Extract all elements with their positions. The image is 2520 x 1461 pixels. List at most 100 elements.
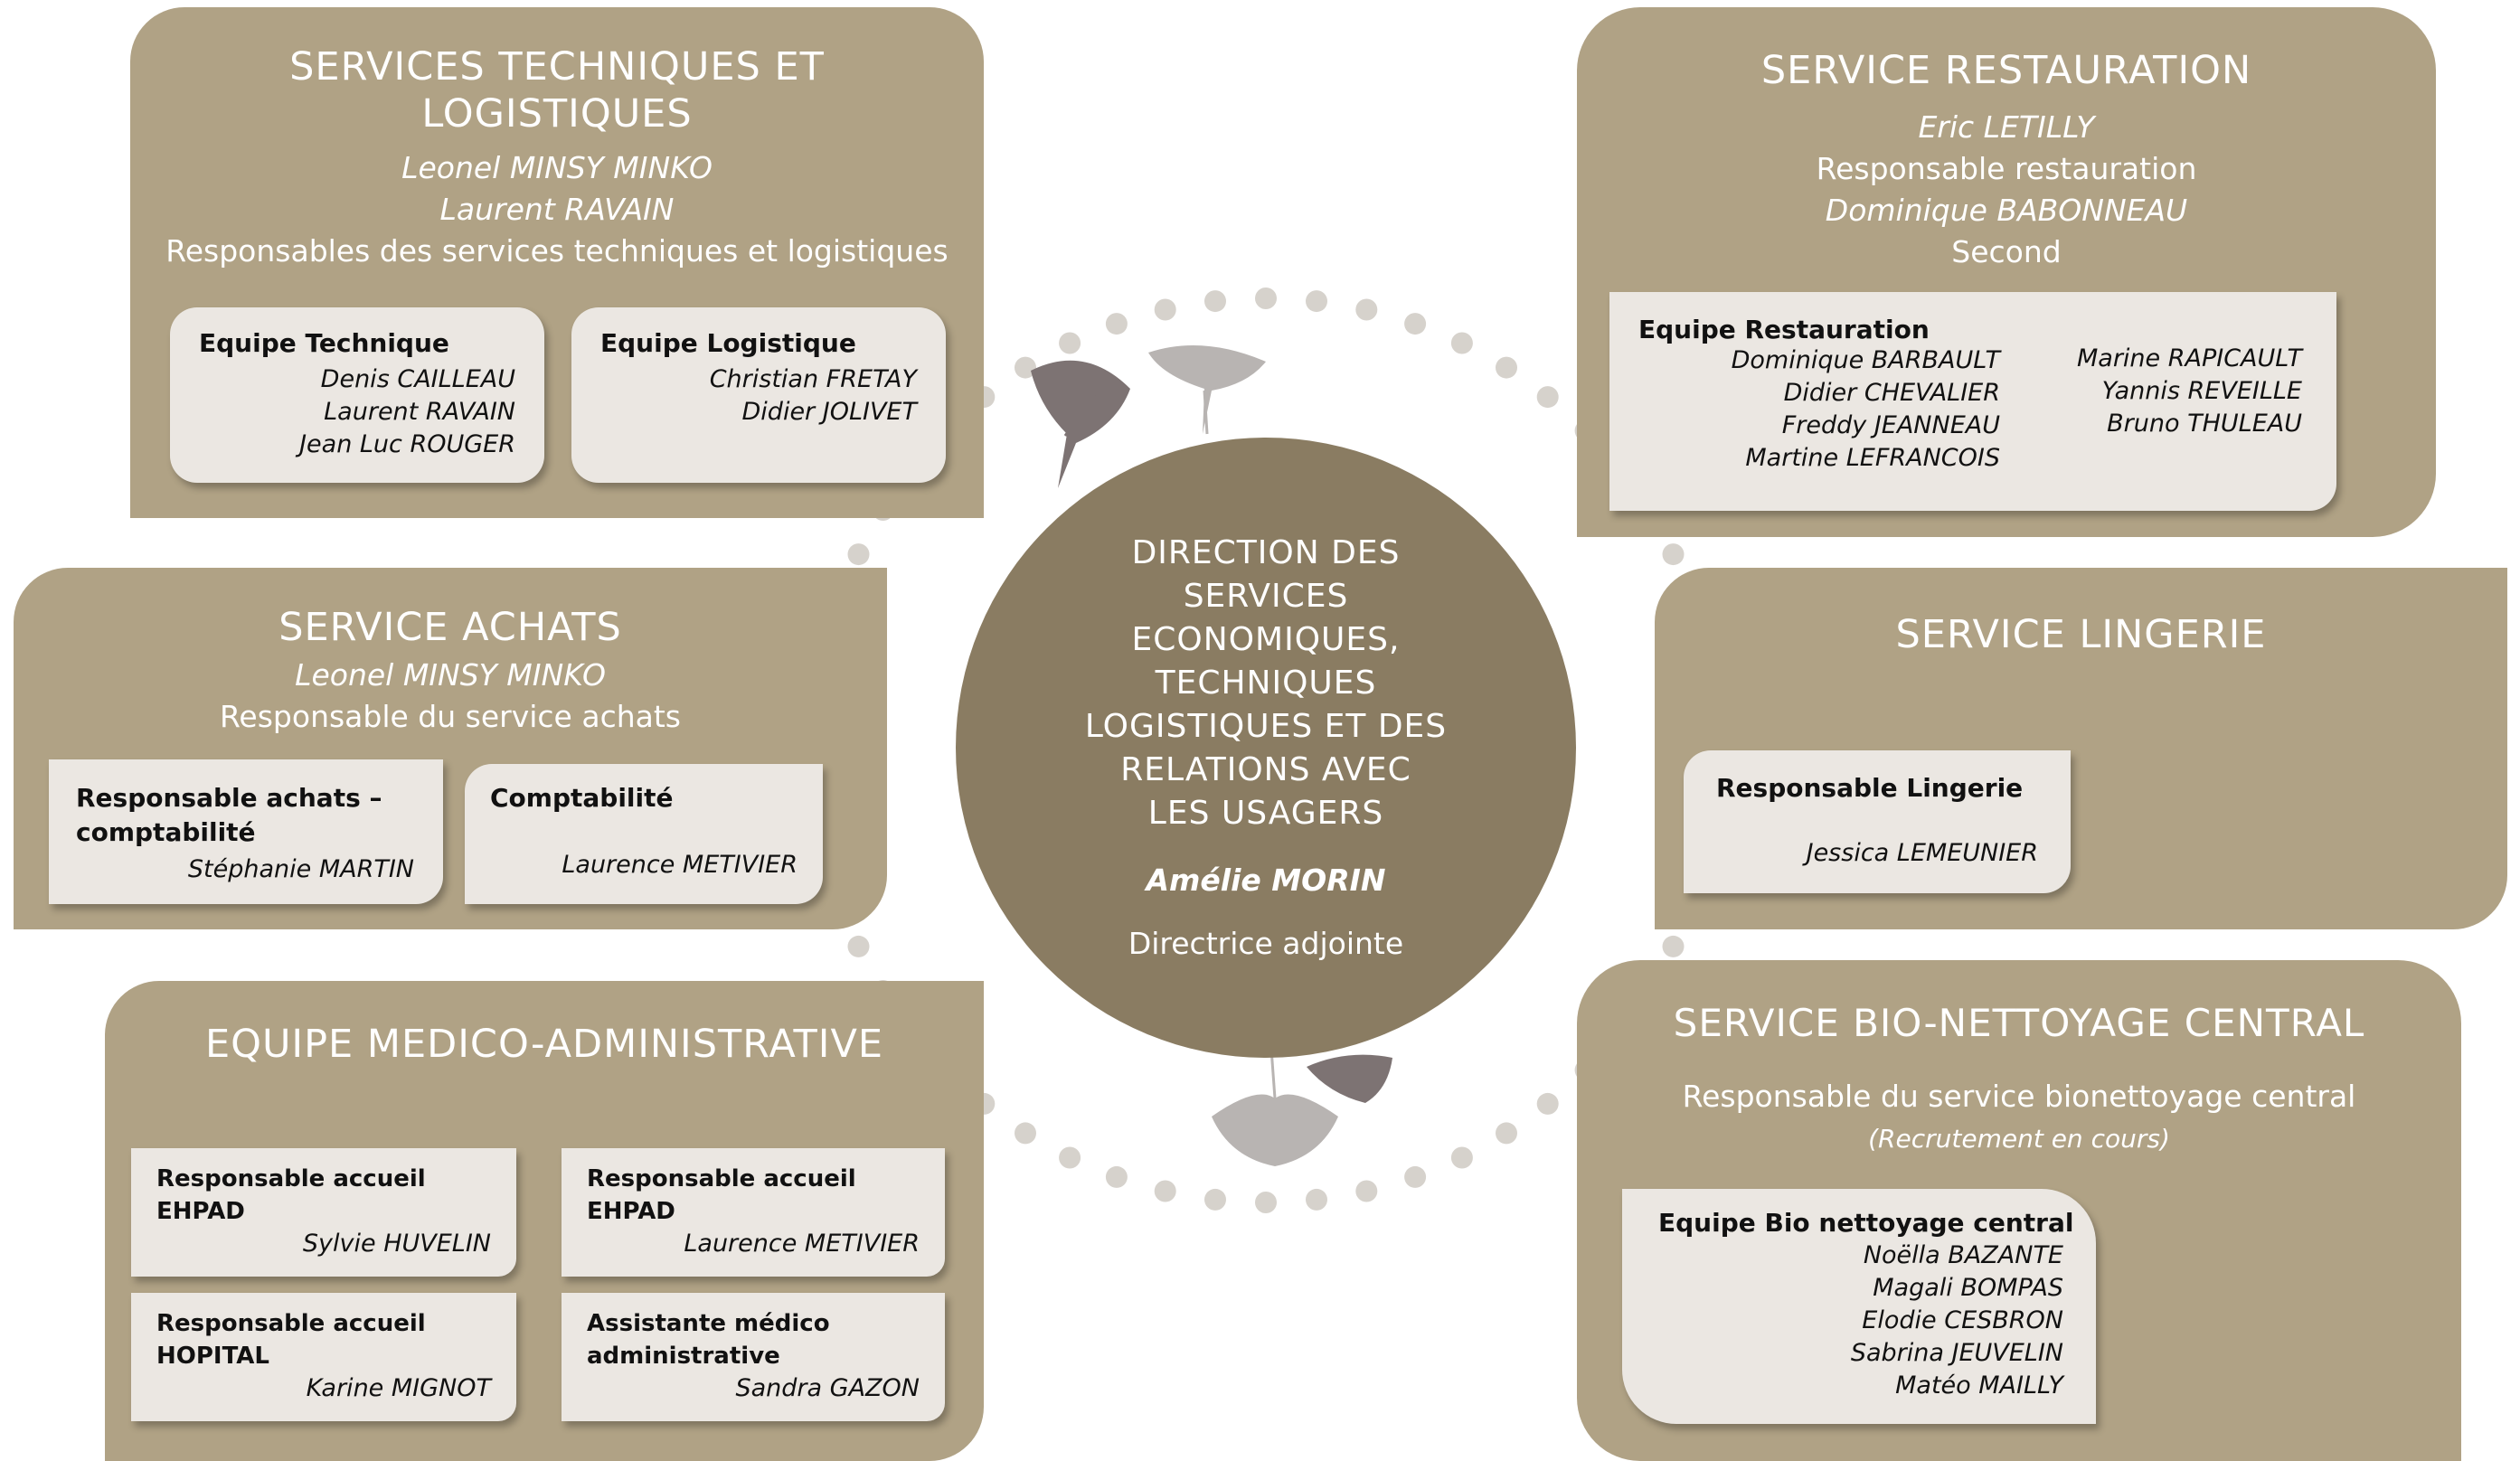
- manager-role: Responsable du service achats: [219, 699, 681, 734]
- box-title-line: EHPAD: [587, 1198, 675, 1225]
- panel-title: EQUIPE MEDICO-ADMINISTRATIVE: [204, 1022, 884, 1067]
- ring-dot: [1105, 1165, 1128, 1188]
- team-box-bio-nettoyage: Equipe Bio nettoyage central Noëlla BAZA…: [1622, 1189, 2096, 1424]
- panel-title: SERVICE LINGERIE: [1895, 612, 2267, 657]
- box-title-line: Responsable accueil: [156, 1165, 426, 1192]
- direction-title-line: LES USAGERS: [1147, 795, 1384, 832]
- box-title-line: HOPITAL: [156, 1343, 269, 1370]
- ring-dot: [1450, 332, 1473, 354]
- team-member: Laurent RAVAIN: [324, 398, 515, 426]
- team-title: Equipe Restauration: [1638, 315, 1930, 344]
- ring-dot: [1015, 1122, 1036, 1145]
- panel-title: SERVICES TECHNIQUES ET LOGISTIQUES: [130, 43, 984, 137]
- direction-title-line: LOGISTIQUES ET DES: [1084, 708, 1448, 745]
- ring-dot: [1154, 1180, 1176, 1202]
- ring-dot: [1059, 1146, 1081, 1169]
- team-member: Noëlla BAZANTE: [1863, 1241, 2063, 1269]
- box-responsable-achats: Responsable achats – comptabilité Stépha…: [49, 759, 443, 904]
- team-member: Sabrina JEUVELIN: [1850, 1339, 2063, 1367]
- manager-name: Eric LETILLY: [1918, 109, 2095, 145]
- box-title: Responsable Lingerie: [1716, 773, 2024, 803]
- direction-title-line: TECHNIQUES: [1155, 665, 1377, 702]
- ring-dot: [1204, 290, 1226, 313]
- box-accueil-hopital: Responsable accueil HOPITAL Karine MIGNO…: [131, 1293, 516, 1421]
- ring-dot: [1255, 287, 1277, 309]
- manager-role: Responsables des services techniques et …: [165, 233, 949, 269]
- ring-dot: [1355, 1180, 1378, 1202]
- ring-dot: [847, 935, 870, 957]
- recruitment-note: (Recrutement en cours): [1868, 1124, 2170, 1154]
- team-member: Denis CAILLEAU: [320, 365, 515, 393]
- ring-dot: [1105, 313, 1128, 335]
- box-title-line: Responsable accueil: [587, 1165, 856, 1192]
- team-box-restauration: Equipe Restauration Dominique BARBAULT D…: [1609, 292, 2336, 511]
- manager-name: Leonel MINSY MINKO: [295, 657, 606, 693]
- team-box-technique: Equipe Technique Denis CAILLEAU Laurent …: [170, 307, 544, 483]
- manager-name: Leonel MINSY MINKO: [401, 150, 713, 185]
- box-title-line: EHPAD: [156, 1198, 245, 1225]
- manager-role: Responsable restauration: [1816, 151, 2197, 186]
- direction-circle: DIRECTION DES SERVICES ECONOMIQUES, TECH…: [956, 438, 1576, 1058]
- team-member: Christian FRETAY: [709, 365, 917, 393]
- team-member: Magali BOMPAS: [1873, 1274, 2063, 1302]
- ring-dot: [1015, 356, 1036, 379]
- director-name: Amélie MORIN: [1146, 862, 1386, 898]
- manager-name: Laurent RAVAIN: [439, 192, 675, 227]
- box-title: Responsable achats – comptabilité: [76, 781, 382, 850]
- box-title-line: administrative: [587, 1343, 780, 1370]
- team-member: Matéo MAILLY: [1895, 1371, 2063, 1400]
- panel-title-line: SERVICES TECHNIQUES ET: [289, 44, 825, 90]
- direction-title-line: RELATIONS AVEC: [1120, 751, 1411, 788]
- box-title-line: Responsable accueil: [156, 1310, 426, 1337]
- box-title: Comptabilité: [490, 783, 674, 813]
- ring-dot: [1450, 1146, 1473, 1169]
- box-member: Sylvie HUVELIN: [302, 1230, 491, 1258]
- director-role: Directrice adjointe: [1128, 926, 1404, 961]
- box-title-line: comptabilité: [76, 817, 256, 847]
- box-responsable-lingerie: Responsable Lingerie Jessica LEMEUNIER: [1684, 750, 2071, 893]
- panel-title: SERVICE BIO-NETTOYAGE CENTRAL: [1673, 1001, 2365, 1045]
- box-accueil-ehpad-2: Responsable accueil EHPAD Laurence METIV…: [562, 1148, 945, 1277]
- panel-title-line: LOGISTIQUES: [421, 91, 693, 137]
- box-member: Karine MIGNOT: [306, 1374, 491, 1402]
- ginkgo-leaves-top-icon: [1031, 345, 1266, 488]
- team-member: Bruno THULEAU: [2107, 410, 2302, 438]
- ring-dot: [1255, 1192, 1277, 1213]
- ring-dot: [1496, 1122, 1517, 1145]
- team-member: Didier CHEVALIER: [1783, 379, 2000, 407]
- team-member: Elodie CESBRON: [1862, 1306, 2063, 1334]
- ring-dot: [1536, 386, 1559, 409]
- team-member: Jean Luc ROUGER: [299, 430, 515, 458]
- ring-dot: [1059, 332, 1081, 354]
- direction-title: DIRECTION DES SERVICES ECONOMIQUES, TECH…: [956, 532, 1576, 835]
- ring-dot: [1355, 298, 1378, 321]
- direction-title-line: SERVICES: [1183, 578, 1349, 615]
- team-member: Martine LEFRANCOIS: [1745, 444, 2000, 472]
- ring-dot: [1306, 290, 1327, 313]
- box-member: Jessica LEMEUNIER: [1806, 839, 2038, 867]
- ginkgo-leaves-bottom-icon: [1212, 1048, 1392, 1166]
- box-member: Laurence METIVIER: [684, 1230, 920, 1258]
- box-member: Stéphanie MARTIN: [187, 855, 414, 883]
- box-title: Responsable accueil EHPAD: [587, 1163, 856, 1228]
- ring-dot: [1404, 313, 1427, 335]
- team-member: Yannis REVEILLE: [2101, 377, 2302, 405]
- ring-dot: [1204, 1188, 1226, 1211]
- team-title: Equipe Technique: [199, 328, 449, 358]
- panel-title: SERVICE ACHATS: [278, 605, 622, 650]
- team-title: Equipe Bio nettoyage central: [1658, 1208, 2074, 1238]
- box-comptabilite: Comptabilité Laurence METIVIER: [465, 764, 823, 904]
- panel-title: SERVICE RESTAURATION: [1760, 48, 2252, 93]
- ring-dot: [1662, 935, 1685, 957]
- box-title-line: Assistante médico: [587, 1310, 830, 1337]
- box-member: Sandra GAZON: [735, 1374, 920, 1402]
- ring-dot: [1496, 356, 1517, 379]
- box-title-line: Responsable achats –: [76, 783, 382, 813]
- box-assistante-medico: Assistante médico administrative Sandra …: [562, 1293, 945, 1421]
- box-title: Assistante médico administrative: [587, 1307, 830, 1372]
- ring-dot: [847, 543, 870, 566]
- ring-dot: [1404, 1165, 1427, 1188]
- direction-title-line: ECONOMIQUES,: [1131, 621, 1401, 658]
- team-member: Marine RAPICAULT: [2076, 344, 2302, 372]
- ring-dot: [1662, 543, 1685, 566]
